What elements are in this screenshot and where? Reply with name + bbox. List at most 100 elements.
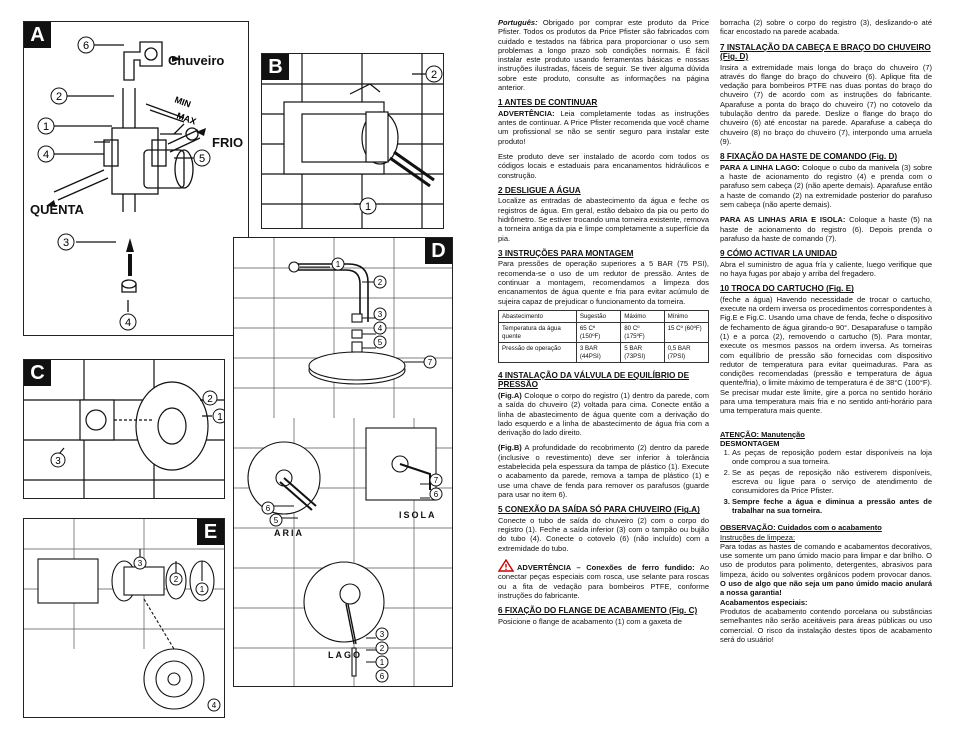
warranty-warning: O uso de algo que não seja um pano úmido…: [720, 579, 932, 598]
section-4-fig-b-text: A profundidade do recobrimento (2) dentr…: [498, 443, 709, 499]
callout-c-3: 3: [55, 456, 61, 467]
min-label: MIN: [173, 94, 192, 109]
section-6-title: 6 FIXAÇÃO DO FLANGE DE ACABAMENTO (Fig. …: [498, 606, 698, 616]
figure-e-letter: E: [197, 519, 224, 545]
table-row: Pressão de operação 3 BAR (44PSI) 5 BAR …: [498, 342, 710, 363]
section-8-lago-text: Coloque o cubo da manivela (3) sobre a h…: [720, 162, 932, 209]
section-3-title: 3 INSTRUÇÕES PARA MONTAGEM: [498, 248, 634, 258]
section-3-text: Para pressões de operação superiores a 5…: [498, 259, 709, 306]
figure-a-drawing: 6 2 1 4 5 3 4 MIN MAX: [37, 36, 211, 331]
section-1-warning-text: Leia completamente todas as instruções a…: [498, 108, 709, 146]
lago-label: PARA A LINHA LAGO:: [720, 162, 800, 172]
section-7-title: 7 INSTALAÇÃO DA CABEÇA E BRAÇO DO CHUVEI…: [720, 42, 931, 62]
section-8-aria-isola: PARA AS LINHAS ARIA E ISOLA: Coloque a h…: [720, 215, 932, 243]
section-9-text: Abra el suministro de agua fría y calien…: [720, 259, 932, 278]
figure-d-drawing: 1 2 3 4 5 7 6 5 7 6 3 2 1 6: [234, 238, 452, 686]
spec-cell: 5 BAR (73PSI): [620, 342, 665, 363]
section-1-title: 1 ANTES DE CONTINUAR: [498, 98, 598, 108]
figure-a-letter: A: [24, 22, 51, 48]
callout-c-2: 2: [207, 394, 213, 405]
section-8-lago: PARA A LINHA LAGO: Coloque o cubo da man…: [720, 163, 932, 209]
callout-d-1: 1: [336, 260, 341, 269]
cleaning-text: Para todas as hastes de comando e acabam…: [720, 542, 932, 598]
maintenance-list: As peças de reposição podem estar dispon…: [732, 448, 932, 515]
callout-a-2: 2: [56, 91, 62, 103]
callout-d-isola-7: 7: [434, 476, 439, 485]
spec-table: Abastecimento Sugestão Máximo Mínimo Tem…: [498, 309, 710, 363]
callout-d-lago-2: 2: [380, 644, 385, 653]
figure-b-drawing: 2 1: [262, 54, 443, 228]
special-finishes-text: Produtos de acabamento contendo porcelan…: [720, 606, 932, 644]
spec-table-header: Abastecimento Sugestão Máximo Mínimo: [498, 309, 710, 324]
fig-b-ref: (Fig.B): [498, 443, 522, 453]
spec-cell: Pressão de operação: [498, 342, 577, 363]
callout-a-5: 5: [199, 153, 205, 165]
callout-e-1: 1: [200, 585, 205, 594]
section-6-continued: borracha (2) sobre o corpo do registro (…: [720, 18, 932, 37]
callout-a-6: 6: [83, 40, 89, 52]
callout-d-lago-1: 1: [380, 658, 385, 667]
intro-language: Português:: [498, 18, 538, 27]
section-4-fig-a-text: Coloque o corpo do registro (1) dentro d…: [498, 390, 709, 438]
section-2-text: Localize as entradas de abastecimento da…: [498, 196, 709, 243]
intro-paragraph: Português: Obrigado por comprar este pro…: [498, 18, 709, 92]
callout-d-2: 2: [378, 278, 383, 287]
chuveiro-label: Chuveiro: [168, 53, 225, 68]
section-10-text: (feche a água) Havendo necessidade de tr…: [720, 294, 932, 416]
figure-a: A: [23, 21, 249, 336]
spec-cell: 65 Cº (150ºF): [575, 322, 622, 344]
section-8-title: 8 FIXAÇÃO DA HASTE DE COMANDO (Fig. D): [720, 152, 898, 162]
section-5-text: Conecte o tubo de saída do chuveiro (2) …: [498, 515, 709, 553]
callout-d-5: 5: [378, 338, 383, 347]
spec-header-cell: Máximo: [620, 309, 665, 324]
callout-a-1: 1: [43, 121, 49, 133]
brand-aria: ARIA: [274, 528, 304, 538]
callout-a-4b: 4: [125, 317, 131, 329]
section-8-aria-isola-text: Coloque a haste (5) na haste de acioname…: [720, 215, 932, 243]
callout-b-1: 1: [365, 201, 371, 213]
callout-d-3: 3: [378, 310, 383, 319]
spec-cell: 0,5 BAR (7PSI): [663, 342, 710, 363]
spec-header-cell: Abastecimento: [498, 309, 577, 324]
section-4-fig-b: (Fig.B) A profundidade do recobrimento (…: [498, 443, 709, 499]
section-10-title: 10 TROCA DO CARTUCHO (Fig. E): [720, 284, 854, 294]
aria-isola-label: PARA AS LINHAS ARIA E ISOLA:: [720, 215, 846, 225]
section-1-warning-label: ADVERTÊNCIA:: [498, 108, 555, 118]
maintenance-title: ATENÇÃO: Manutenção: [720, 429, 805, 439]
callout-d-lago-6: 6: [380, 672, 385, 681]
section-4-fig-a: (Fig.A) Coloque o corpo do registro (1) …: [498, 391, 709, 437]
special-finishes-title: Acabamentos especiais:: [720, 597, 808, 607]
callout-a-3: 3: [63, 237, 69, 249]
text-column-2: borracha (2) sobre o corpo do registro (…: [720, 18, 932, 650]
callout-e-3: 3: [138, 559, 143, 568]
figure-e-drawing: 3 2 1 4: [24, 519, 224, 712]
section-7-text: Insira a extremidade mais longa do braço…: [720, 62, 932, 146]
callout-c-1: 1: [217, 412, 223, 423]
cleaning-subtitle: Instruções de limpeza:: [720, 532, 796, 542]
spec-header-cell: Mínimo: [663, 309, 710, 324]
list-item: Sempre feche a água e diminua a pressão …: [732, 497, 932, 516]
spec-cell: 15 Cº (60ºF): [663, 322, 710, 344]
callout-d-isola-6: 6: [434, 490, 439, 499]
section-5-warning-text: Ao conectar peças especiais com rosca, u…: [498, 562, 709, 600]
section-1-text: Este produto deve ser instalado de acord…: [498, 152, 709, 180]
callout-b-2: 2: [431, 69, 437, 81]
quenta-label: QUENTA: [30, 202, 84, 217]
section-5-title: 5 CONEXÃO DA SAÍDA SÓ PARA CHUVEIRO (Fig…: [498, 505, 700, 515]
warning-triangle-icon: [498, 558, 514, 572]
spec-cell: Temperatura da água quente: [498, 322, 577, 344]
spec-cell: 80 Cº (175ºF): [620, 322, 665, 344]
callout-d-7: 7: [428, 358, 433, 367]
figure-c-drawing: 2 1 3: [24, 360, 224, 498]
spec-cell: 3 BAR (44PSI): [575, 342, 622, 363]
intro-text: Obrigado por comprar este produto da Pri…: [498, 18, 709, 93]
text-column-1: Português: Obrigado por comprar este pro…: [498, 18, 710, 632]
frio-label: FRIO: [212, 135, 244, 150]
brand-isola: ISOLA: [399, 510, 437, 520]
section-5-warning: ADVERTÊNCIA – Conexões de ferro fundido:…: [498, 558, 709, 600]
callout-d-aria-5: 5: [274, 516, 279, 525]
fig-a-ref: (Fig.A): [498, 390, 522, 400]
table-row: Temperatura da água quente 65 Cº (150ºF)…: [498, 322, 710, 344]
figure-d-letter: D: [425, 238, 452, 264]
callout-e-2: 2: [174, 575, 179, 584]
